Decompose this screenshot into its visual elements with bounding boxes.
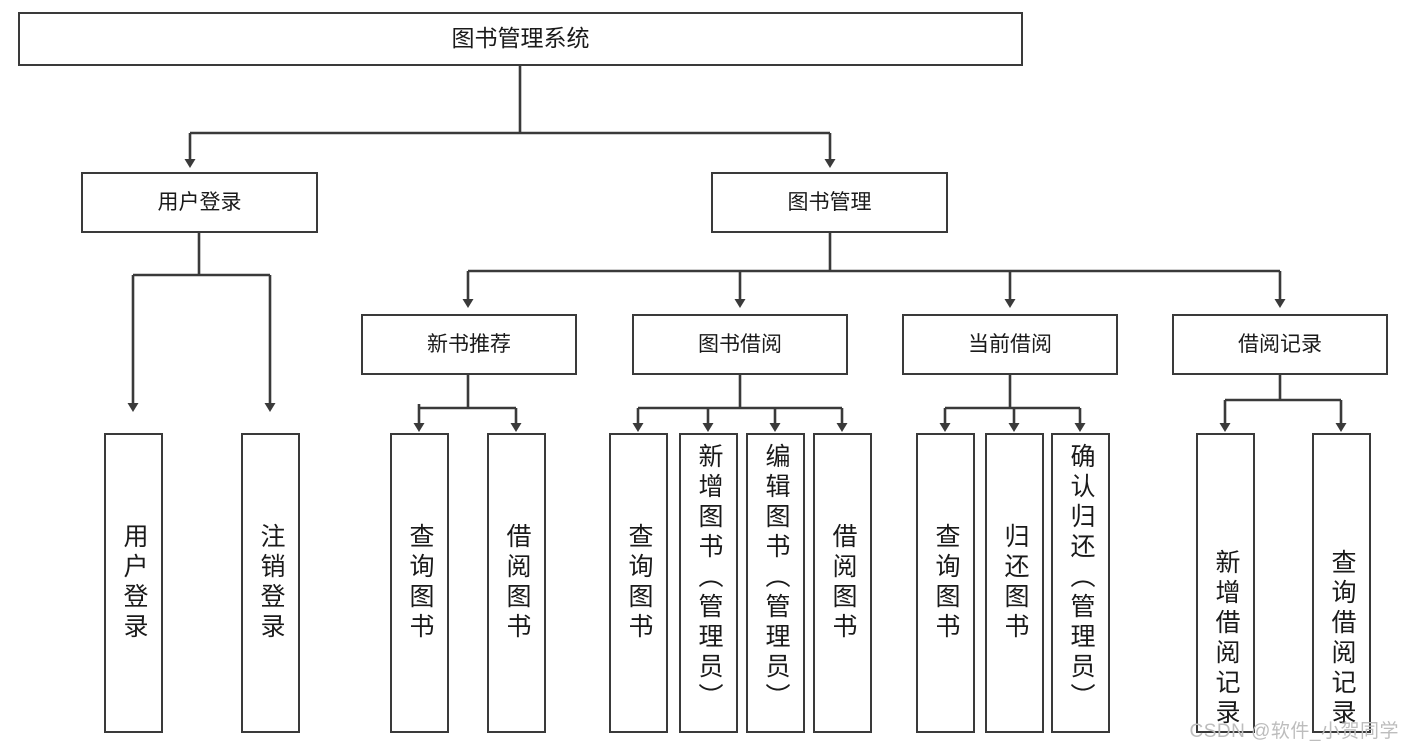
node-book-borrow[interactable]: 图书借阅 [632, 314, 848, 375]
leaf-edit-book-admin[interactable]: 编辑图书（管理员） [746, 433, 805, 733]
leaf-logout-label: 注销登录 [257, 523, 285, 643]
leaf-query-book-3-label: 查询图书 [932, 523, 960, 643]
leaf-query-book-2[interactable]: 查询图书 [609, 433, 668, 733]
leaf-add-record[interactable]: 新增借阅记录 [1196, 433, 1255, 733]
node-root-label: 图书管理系统 [451, 25, 590, 52]
leaf-borrow-book-1[interactable]: 借阅图书 [487, 433, 546, 733]
node-root[interactable]: 图书管理系统 [18, 12, 1023, 66]
leaf-borrow-book-1-label: 借阅图书 [503, 523, 531, 643]
leaf-confirm-return-admin[interactable]: 确认归还（管理员） [1051, 433, 1110, 733]
node-book-borrow-label: 图书借阅 [698, 332, 782, 356]
node-book-manage[interactable]: 图书管理 [711, 172, 948, 233]
leaf-query-record-label: 查询借阅记录 [1328, 549, 1356, 729]
leaf-query-book-1-label: 查询图书 [406, 523, 434, 643]
leaf-add-book-admin-label: 新增图书（管理员） [695, 443, 723, 713]
node-current-borrow-label: 当前借阅 [968, 332, 1052, 356]
leaf-borrow-book-2[interactable]: 借阅图书 [813, 433, 872, 733]
node-user-login[interactable]: 用户登录 [81, 172, 318, 233]
leaf-logout[interactable]: 注销登录 [241, 433, 300, 733]
node-new-book-rec-label: 新书推荐 [427, 332, 511, 356]
leaf-borrow-book-2-label: 借阅图书 [829, 523, 857, 643]
leaf-add-book-admin[interactable]: 新增图书（管理员） [679, 433, 738, 733]
leaf-return-book[interactable]: 归还图书 [985, 433, 1044, 733]
leaf-return-book-label: 归还图书 [1001, 523, 1029, 643]
node-borrow-record-label: 借阅记录 [1238, 332, 1322, 356]
leaf-query-book-3[interactable]: 查询图书 [916, 433, 975, 733]
node-book-manage-label: 图书管理 [787, 190, 872, 214]
leaf-add-record-label: 新增借阅记录 [1212, 549, 1240, 729]
leaf-user-login[interactable]: 用户登录 [104, 433, 163, 733]
node-user-login-label: 用户登录 [157, 190, 242, 214]
node-new-book-rec[interactable]: 新书推荐 [361, 314, 577, 375]
leaf-user-login-label: 用户登录 [120, 523, 148, 643]
leaf-confirm-return-admin-label: 确认归还（管理员） [1067, 443, 1095, 713]
node-borrow-record[interactable]: 借阅记录 [1172, 314, 1388, 375]
leaf-query-book-1[interactable]: 查询图书 [390, 433, 449, 733]
leaf-query-book-2-label: 查询图书 [625, 523, 653, 643]
watermark: CSDN @软件_小贺同学 [1189, 721, 1399, 742]
leaf-edit-book-admin-label: 编辑图书（管理员） [762, 443, 790, 713]
node-current-borrow[interactable]: 当前借阅 [902, 314, 1118, 375]
leaf-query-record[interactable]: 查询借阅记录 [1312, 433, 1371, 733]
